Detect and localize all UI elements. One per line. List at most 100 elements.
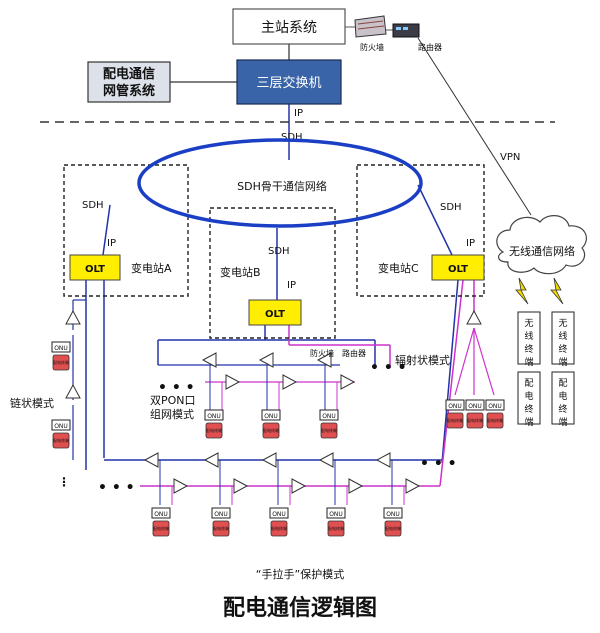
nms-label-line2: 网管系统 (103, 83, 155, 99)
splitter-icon (65, 383, 81, 399)
firewall-label: 防火墙 (360, 42, 384, 52)
onu-box (261, 409, 281, 421)
substation-c-label: 变电站C (378, 261, 419, 275)
distribution-terminal-char: 配 (558, 378, 567, 389)
router-label-small: 路由器 (342, 348, 366, 358)
onu-label: ONU (214, 511, 228, 518)
terminal-box (327, 520, 345, 537)
distribution-terminal-char: 端 (558, 416, 567, 428)
terminal-box (270, 520, 288, 537)
vpn-label: VPN (500, 152, 520, 163)
sdh-label-top: SDH (281, 132, 303, 143)
onu-box (204, 409, 224, 421)
svg-text:⋮: ⋮ (58, 475, 70, 489)
distribution-terminal[interactable]: 配电终端 (551, 371, 575, 428)
distribution-terminal-char: 终 (524, 403, 533, 415)
ip-label-top: IP (294, 108, 303, 119)
terminal-label: 配电终端 (263, 427, 279, 433)
olt-c-label: OLT (448, 264, 468, 275)
onu-box (326, 507, 346, 519)
terminal-box (205, 422, 223, 439)
onu-label: ONU (54, 345, 68, 352)
splitter-icon (282, 374, 298, 390)
onu-box (445, 399, 465, 411)
sdh-label-b: SDH (268, 246, 290, 257)
svg-text:• • •: • • • (370, 360, 407, 376)
wireless-terminal-char: 无 (558, 318, 567, 329)
wireless-terminal-char: 端 (524, 356, 533, 368)
dual-pon-label-line1: 双PON口 (150, 394, 196, 407)
wireless-terminal-char: 线 (558, 330, 567, 342)
ip-label-c: IP (466, 238, 475, 249)
hand-in-hand-mode-label: “手拉手”保护模式 (256, 567, 344, 581)
terminal-label: 配电终端 (487, 417, 503, 423)
wireless-terminal-frame (517, 311, 541, 365)
olt-b[interactable] (248, 299, 302, 326)
terminal-label: 配电终端 (53, 359, 69, 365)
l3-switch-box[interactable] (236, 59, 342, 105)
terminal-label: 配电终端 (321, 427, 337, 433)
firewall-label-small: 防火墙 (310, 348, 334, 358)
wireless-terminal-char: 端 (558, 356, 567, 368)
splitter-icon (348, 478, 364, 494)
svg-text:• • •: • • • (98, 480, 135, 496)
wireless-network-label: 无线通信网络 (509, 244, 575, 258)
wireless-terminal-char: 线 (524, 330, 533, 342)
substation-b-box[interactable] (209, 207, 336, 339)
splitter-icon (233, 478, 249, 494)
olt-b-label: OLT (265, 309, 285, 320)
onu-box (211, 507, 231, 519)
nms-box[interactable] (87, 61, 171, 103)
sdh-backbone-ring[interactable] (137, 138, 423, 228)
terminal-box (52, 432, 70, 449)
terminal-box (384, 520, 402, 537)
splitter-icon (291, 478, 307, 494)
terminal-label: 配电终端 (213, 525, 229, 531)
distribution-terminal-char: 终 (558, 403, 567, 415)
substation-a-box[interactable] (63, 164, 189, 297)
splitter-icon (203, 452, 219, 468)
onu-terminal-stack[interactable]: ONU 配电终端 (485, 399, 505, 429)
terminal-box (320, 422, 338, 439)
master-station-box[interactable] (232, 8, 346, 45)
svg-text:• • •: • • • (158, 380, 195, 396)
splitter-icon (261, 452, 277, 468)
onu-terminal-stack[interactable]: ONU 配电终端 (211, 507, 231, 537)
firewall-icon (354, 15, 387, 38)
olt-c[interactable] (431, 254, 485, 281)
onu-box (319, 409, 339, 421)
splitter-icon (340, 374, 356, 390)
onu-label: ONU (488, 403, 502, 410)
distribution-terminal[interactable]: 配电终端 (517, 371, 541, 428)
onu-box (383, 507, 403, 519)
olt-a[interactable] (69, 254, 121, 281)
wireless-cloud-icon[interactable] (496, 215, 587, 275)
substation-c-box[interactable] (356, 164, 485, 297)
nms-label-line1: 配电通信 (103, 66, 155, 82)
onu-box (269, 507, 289, 519)
terminal-label: 配电终端 (153, 525, 169, 531)
onu-box (151, 507, 171, 519)
splitter-icon (466, 309, 482, 325)
sdh-label-a: SDH (82, 200, 104, 211)
onu-label: ONU (272, 511, 286, 518)
terminal-label: 配电终端 (328, 525, 344, 531)
sdh-label-c: SDH (440, 202, 462, 213)
terminal-label: 配电终端 (385, 525, 401, 531)
onu-terminal-stack[interactable]: ONU 配电终端 (51, 341, 71, 371)
terminal-box (486, 412, 504, 429)
